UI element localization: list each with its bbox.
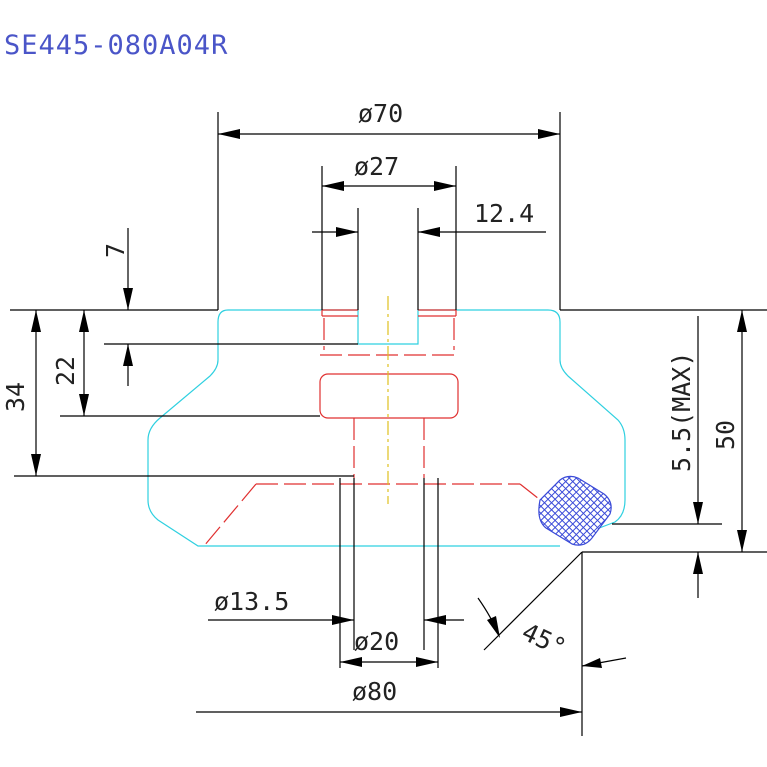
cutter-outline — [147, 309, 626, 547]
dim-5-5-max: 5.5(MAX) — [667, 352, 696, 472]
dim-12-4: 12.4 — [474, 199, 534, 228]
drawing-title: SE445-080A04R — [4, 30, 228, 61]
dim-34: 34 — [1, 382, 30, 412]
dim-7: 7 — [101, 243, 130, 258]
hidden-lines — [203, 309, 549, 547]
insert-hatch — [538, 475, 612, 546]
dim-50: 50 — [711, 420, 740, 450]
dim-d20: ø20 — [354, 627, 399, 656]
dim-d70: ø70 — [358, 99, 403, 128]
dim-45-deg: 45° — [517, 617, 570, 662]
dim-d13-5: ø13.5 — [214, 587, 289, 616]
dim-22: 22 — [51, 356, 80, 386]
dim-d80: ø80 — [352, 677, 397, 706]
arrowheads — [31, 129, 747, 717]
dim-d27: ø27 — [354, 152, 399, 181]
